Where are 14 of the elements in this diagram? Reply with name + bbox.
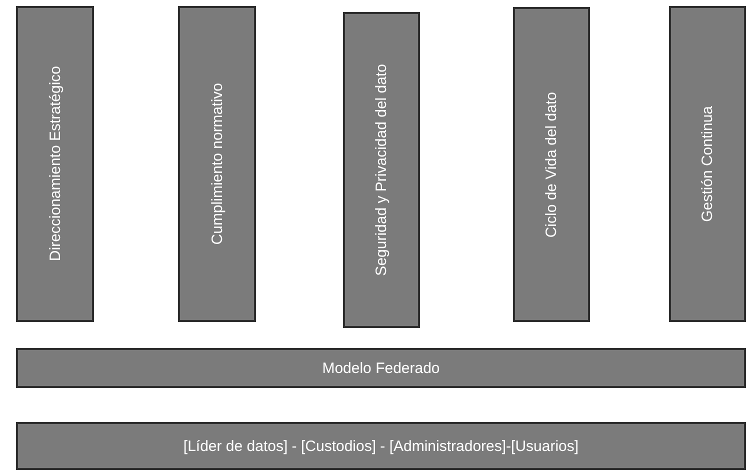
pillar-label: Gestión Continua (699, 106, 716, 222)
pillar-box (669, 6, 746, 322)
pillar-box (513, 7, 590, 322)
pillar-label: Seguridad y Privacidad del dato (373, 64, 390, 276)
pillar-box (16, 6, 94, 322)
pillar-box (343, 12, 420, 328)
pillar-label: Direccionamiento Estratégico (46, 66, 64, 262)
pillar-label: Ciclo de Vida del dato (543, 92, 560, 238)
pillar-label: Cumplimiento normativo (208, 83, 226, 245)
pillar-box (178, 6, 256, 322)
foundation-bar (16, 422, 746, 470)
foundation-bar (16, 348, 746, 388)
bar-label: Modelo Federado (322, 360, 440, 376)
bar-label: [Líder de datos] - [Custodios] - [Administradores]-[Usuarios] (183, 438, 579, 454)
